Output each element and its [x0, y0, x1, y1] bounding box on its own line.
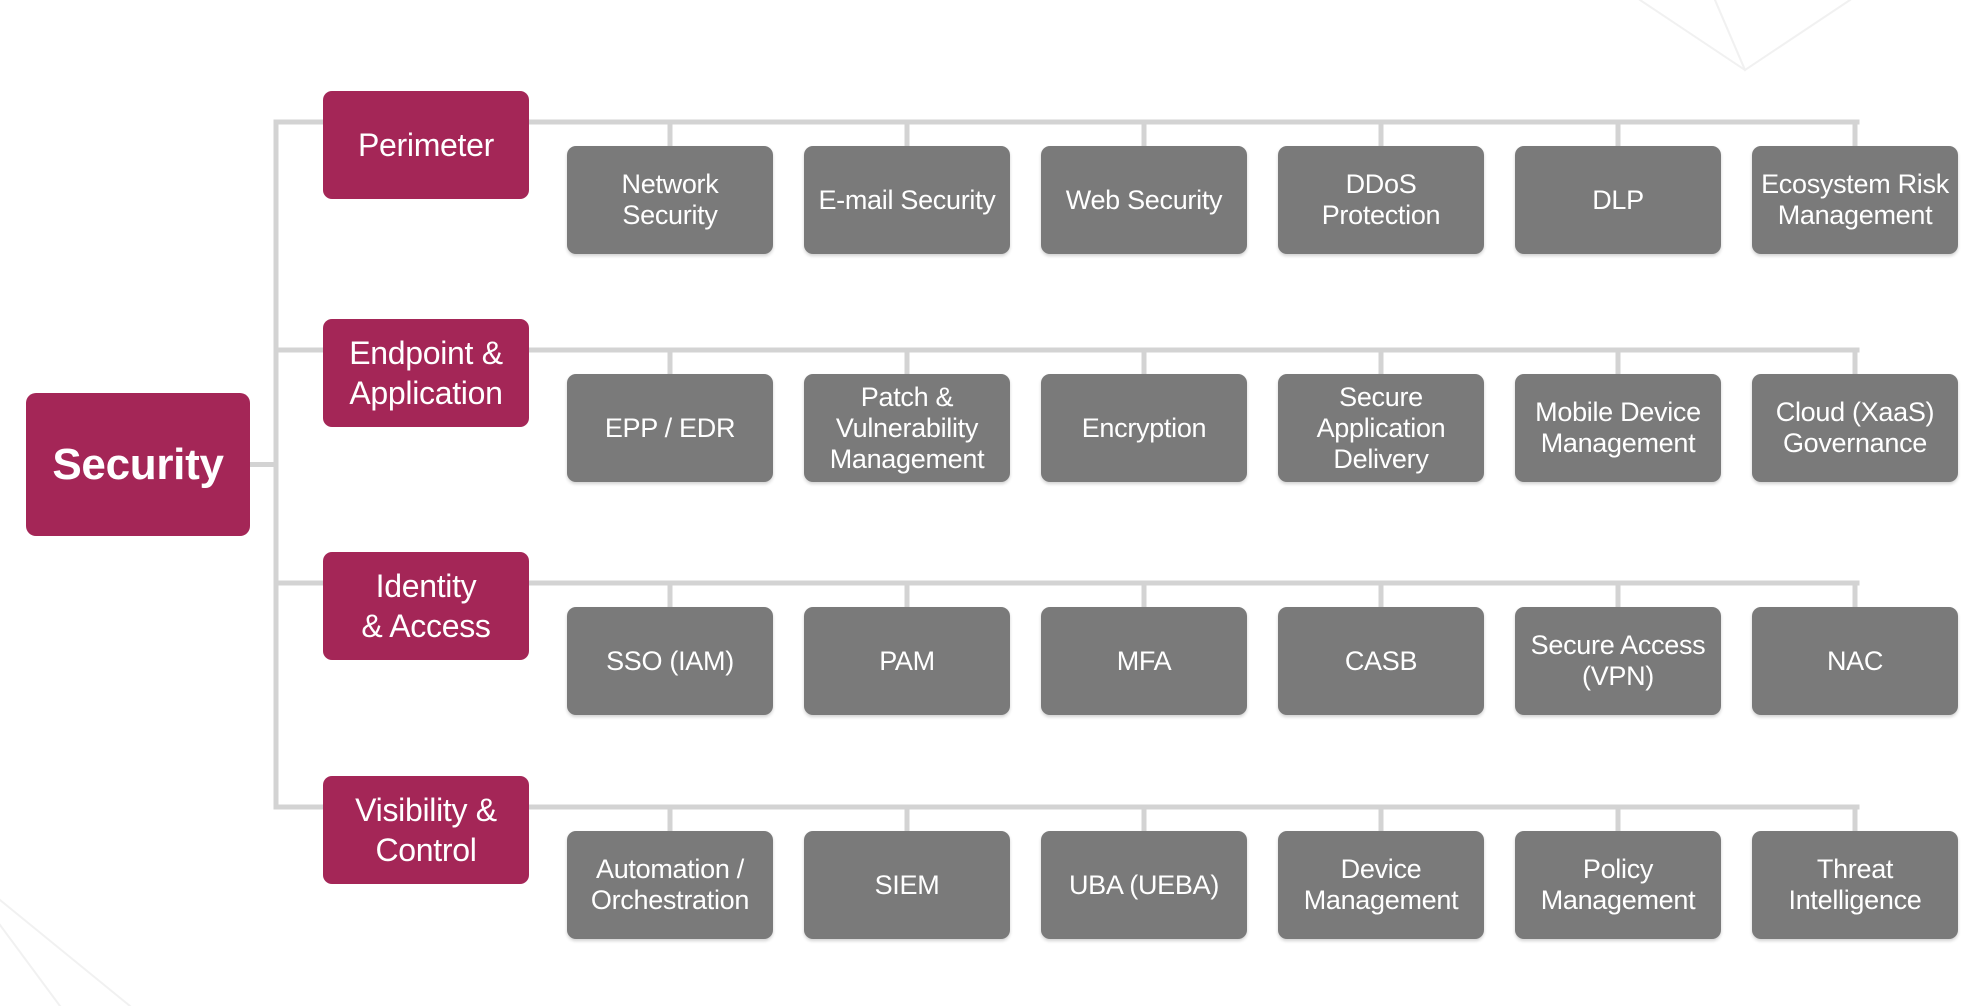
item-node: SSO (IAM): [567, 607, 773, 715]
item-node: Encryption: [1041, 374, 1247, 482]
item-node: Secure Access (VPN): [1515, 607, 1721, 715]
decor-line: [1743, 0, 1852, 72]
item-node: Device Management: [1278, 831, 1484, 939]
item-node: MFA: [1041, 607, 1247, 715]
item-node: DDoS Protection: [1278, 146, 1484, 254]
item-node: Mobile Device Management: [1515, 374, 1721, 482]
decor-line: [1713, 0, 1747, 72]
item-node: E-mail Security: [804, 146, 1010, 254]
item-node: Cloud (XaaS) Governance: [1752, 374, 1958, 482]
item-node: Network Security: [567, 146, 773, 254]
category-node: Perimeter: [323, 91, 529, 199]
item-node: Secure Application Delivery: [1278, 374, 1484, 482]
root-node-security: Security: [26, 393, 250, 536]
tree-connectors: [247, 119, 1860, 834]
background-decoration: [0, 0, 1852, 1006]
item-node: Policy Management: [1515, 831, 1721, 939]
item-node: NAC: [1752, 607, 1958, 715]
decor-line: [0, 898, 132, 1006]
item-node: Automation / Orchestration: [567, 831, 773, 939]
decor-line: [1638, 0, 1747, 72]
item-node: CASB: [1278, 607, 1484, 715]
item-node: DLP: [1515, 146, 1721, 254]
category-node: Identity & Access: [323, 552, 529, 660]
item-node: Ecosystem Risk Management: [1752, 146, 1958, 254]
item-node: PAM: [804, 607, 1010, 715]
item-node: Threat Intelligence: [1752, 831, 1958, 939]
item-node: UBA (UEBA): [1041, 831, 1247, 939]
category-node: Endpoint & Application: [323, 319, 529, 427]
item-node: Web Security: [1041, 146, 1247, 254]
category-node: Visibility & Control: [323, 776, 529, 884]
item-node: SIEM: [804, 831, 1010, 939]
decor-line: [0, 923, 62, 1006]
item-node: Patch & Vulnerability Management: [804, 374, 1010, 482]
item-node: EPP / EDR: [567, 374, 773, 482]
